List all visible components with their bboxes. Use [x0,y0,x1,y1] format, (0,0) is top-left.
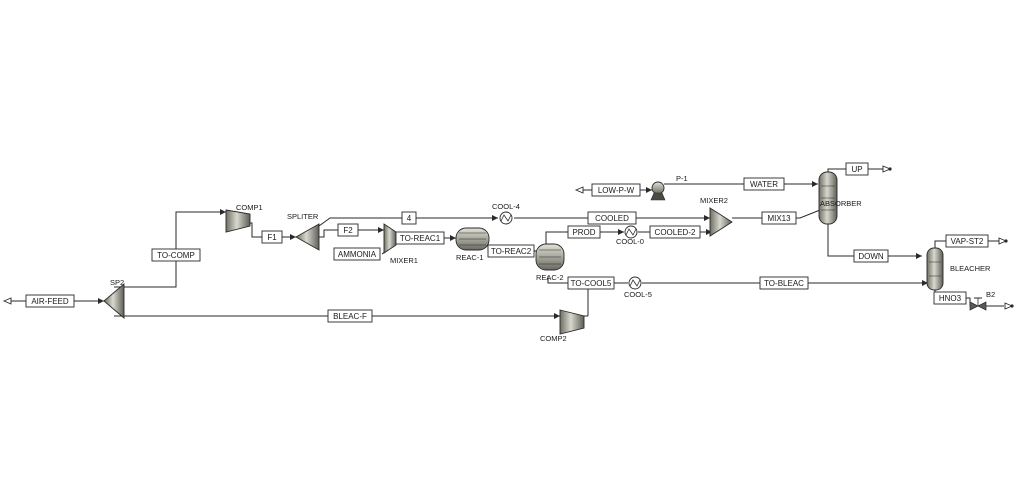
stream-label-cooled[interactable]: COOLED [587,211,637,225]
svg-text:TO-REAC1: TO-REAC1 [400,234,441,243]
stream-label-to-bleac[interactable]: TO-BLEAC [759,276,809,290]
block-label-reac2: REAC-2 [536,273,564,282]
svg-text:HNO3: HNO3 [939,294,962,303]
stream-label-bleac-f[interactable]: BLEAC-F [327,309,373,323]
block-label-bleacher: BLEACHER [950,264,991,273]
stream-label-to-cool5[interactable]: TO-COOL5 [567,276,615,290]
svg-text:COOLED-2: COOLED-2 [655,228,696,237]
block-label-comp1: COMP1 [236,203,263,212]
cool4-heat-exchanger-icon[interactable] [499,211,513,225]
mixer1-mixer-icon[interactable] [383,223,397,254]
stream-label-air-feed[interactable]: AIR-FEED [25,294,75,308]
stream-label-down[interactable]: DOWN [853,249,889,263]
stream-label-mix13[interactable]: MIX13 [761,211,797,225]
svg-text:VAP-ST2: VAP-ST2 [951,237,984,246]
block-label-spliter: SPLITER [287,212,319,221]
comp1-compressor-icon[interactable] [225,209,251,233]
cool0-heat-exchanger-icon[interactable] [624,225,638,239]
svg-text:F2: F2 [343,226,353,235]
stream-label-ammonia[interactable]: AMMONIA [333,247,381,261]
svg-text:PROD: PROD [572,228,595,237]
reac1-reactor-icon[interactable] [455,227,490,251]
svg-text:4: 4 [407,214,412,223]
svg-text:UP: UP [851,165,862,174]
stream-label-4[interactable]: 4 [401,211,417,225]
block-label-mixer2: MIXER2 [700,196,728,205]
block-label-p1: P-1 [676,174,688,183]
svg-text:TO-REAC2: TO-REAC2 [491,247,532,256]
stream-label-f2[interactable]: F2 [337,223,359,237]
svg-text:MIX13: MIX13 [767,214,791,223]
block-label-absorber: ABSORBER [820,199,862,208]
svg-text:TO-COMP: TO-COMP [157,251,195,260]
stream-label-water[interactable]: WATER [743,177,785,191]
stream-label-up[interactable]: UP [845,162,869,176]
stream-label-to-comp[interactable]: TO-COMP [151,248,201,262]
block-label-comp2: COMP2 [540,334,567,343]
svg-text:DOWN: DOWN [858,252,884,261]
stream-terminals [2,165,1014,310]
svg-text:WATER: WATER [750,180,778,189]
svg-text:BLEAC-F: BLEAC-F [333,312,367,321]
stream-label-hno3[interactable]: HNO3 [933,291,967,305]
svg-text:AMMONIA: AMMONIA [338,250,377,259]
stream-label-low-p-w[interactable]: LOW-P-W [591,183,641,197]
cool5-heat-exchanger-icon[interactable] [628,276,642,290]
stream-label-prod[interactable]: PROD [567,225,601,239]
stream-label-f1[interactable]: F1 [261,230,283,244]
stream-label-to-reac1[interactable]: TO-REAC1 [395,231,445,245]
block-label-reac1: REAC-1 [456,253,484,262]
block-label-cool5: COOL-5 [624,290,652,299]
spliter-splitter-icon[interactable] [295,223,320,251]
svg-text:F1: F1 [267,233,277,242]
bleacher-column-icon[interactable] [926,247,944,291]
stream-lines [8,168,1004,317]
reac2-reactor-icon[interactable] [535,243,565,271]
block-label-b2: B2 [986,290,995,299]
comp2-compressor-icon[interactable] [559,309,585,335]
stream-label-cooled-2[interactable]: COOLED-2 [649,225,701,239]
stream-label-to-reac2[interactable]: TO-REAC2 [487,244,535,258]
sp2-splitter-icon[interactable] [103,283,125,319]
block-label-sp2: SP2 [110,278,124,287]
block-label-cool4: COOL-4 [492,202,520,211]
svg-text:LOW-P-W: LOW-P-W [598,186,635,195]
block-label-mixer1: MIXER1 [390,256,418,265]
svg-text:AIR-FEED: AIR-FEED [31,297,69,306]
absorber-column-icon[interactable] [818,171,838,225]
p1-pump-icon[interactable] [650,181,666,201]
svg-text:COOLED: COOLED [595,214,629,223]
b2-valve-icon[interactable] [969,297,987,311]
block-label-cool0: COOL-0 [616,237,644,246]
svg-text:TO-BLEAC: TO-BLEAC [764,279,804,288]
svg-text:TO-COOL5: TO-COOL5 [571,279,612,288]
stream-label-vap-st2[interactable]: VAP-ST2 [945,234,989,248]
mixer2-mixer-icon[interactable] [709,207,733,237]
